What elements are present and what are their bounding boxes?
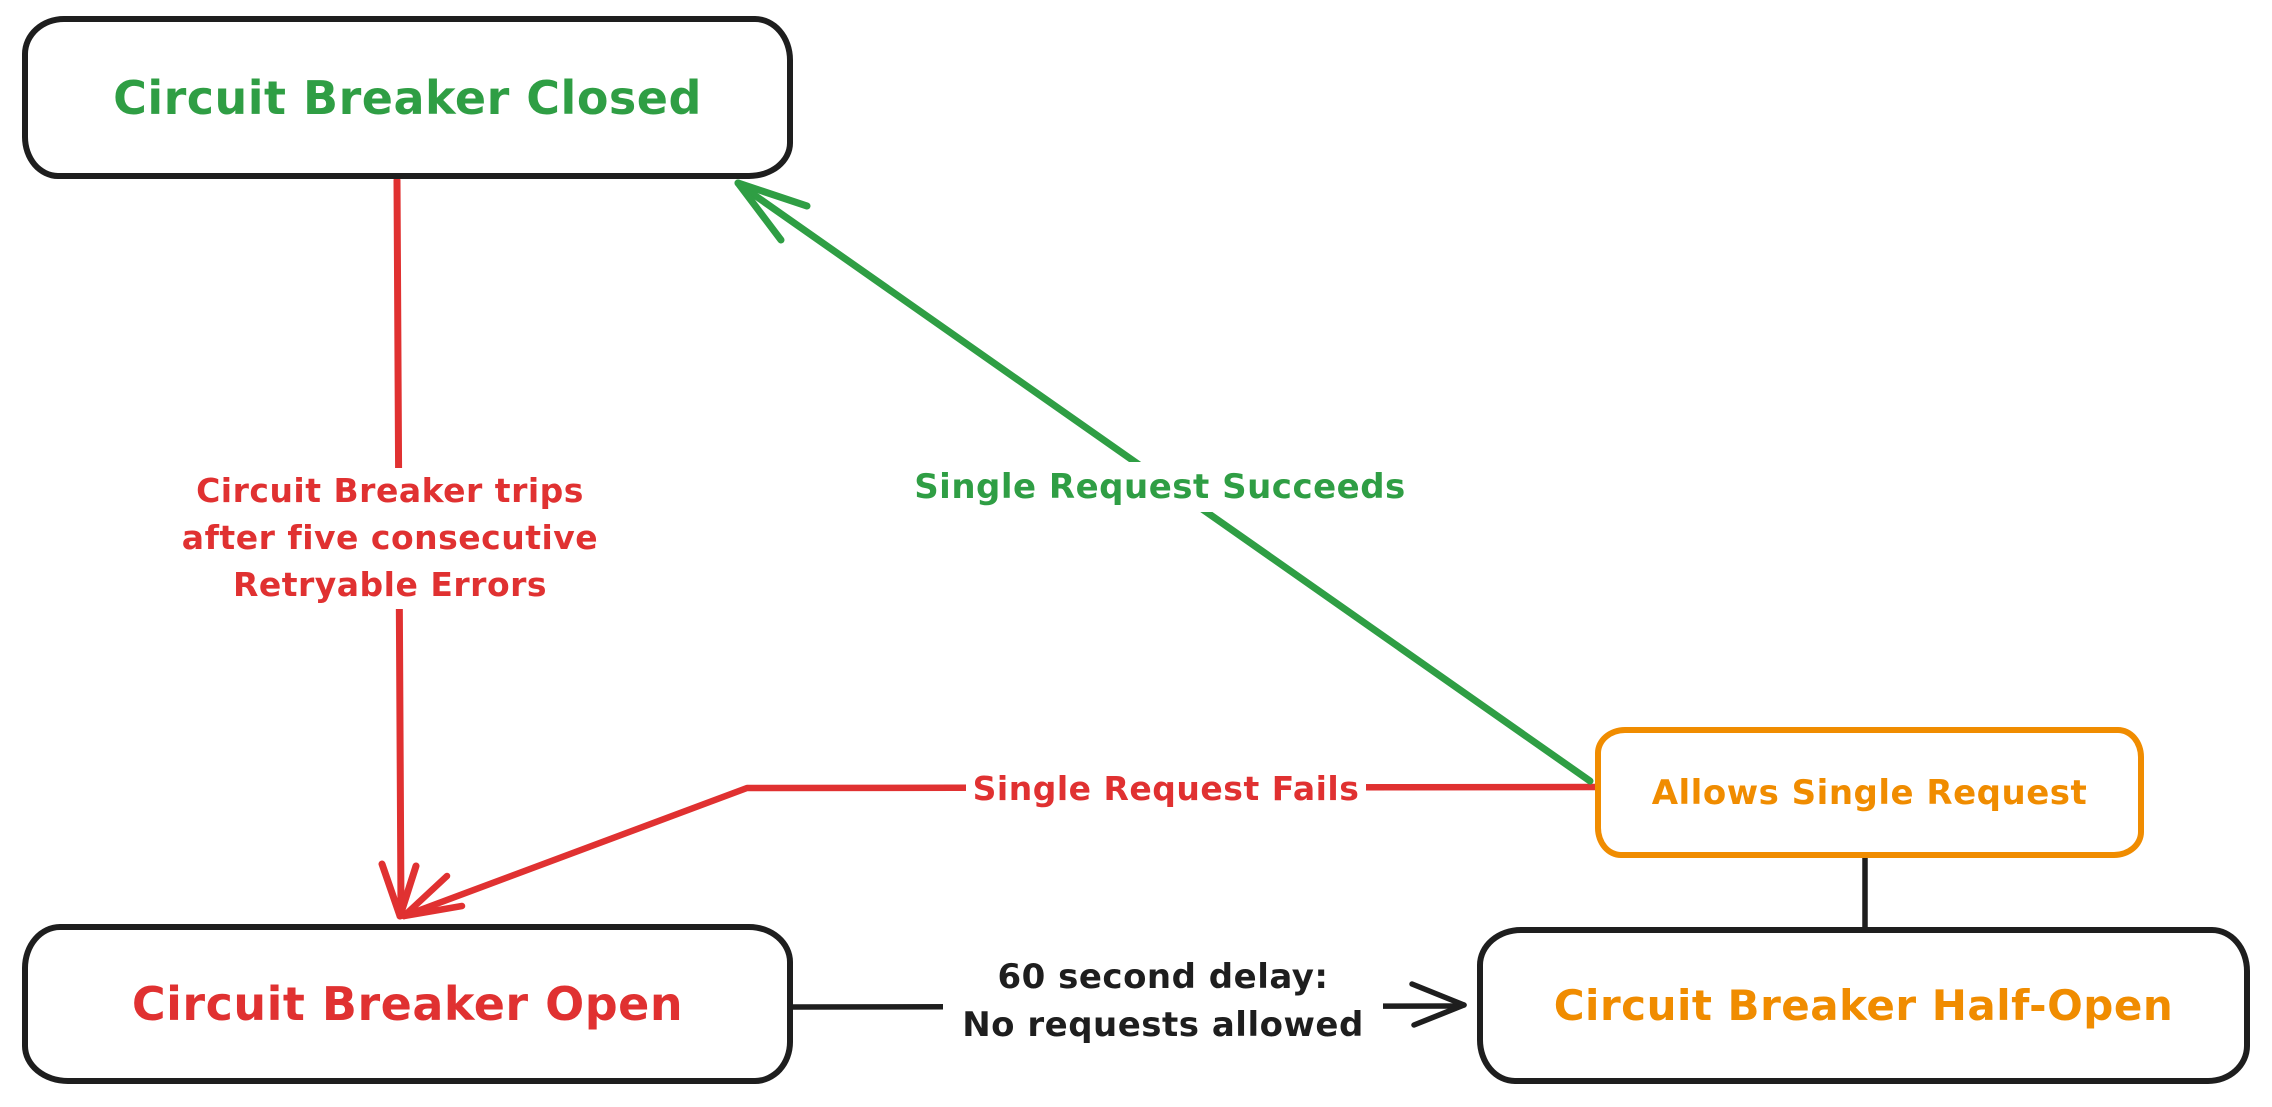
node-circuit-breaker-closed: Circuit Breaker Closed (22, 16, 793, 179)
edge-label-succeeds-text: Single Request Succeeds (914, 467, 1406, 507)
edge-label-trips: Circuit Breaker trips after five consecu… (140, 468, 640, 609)
edge-label-fails-text: Single Request Fails (972, 769, 1360, 808)
edge-label-delay-line-1: 60 second delay: (997, 957, 1329, 997)
node-circuit-breaker-half-open: Circuit Breaker Half-Open (1477, 927, 2250, 1084)
node-allows-single-request: Allows Single Request (1595, 727, 2144, 858)
edge-label-trips-line-2: after five consecutive (181, 517, 599, 557)
node-circuit-breaker-open-label: Circuit Breaker Open (131, 977, 684, 1031)
edge-label-trips-line-1: Circuit Breaker trips (196, 471, 584, 510)
node-circuit-breaker-open: Circuit Breaker Open (22, 924, 793, 1084)
edge-label-fails: Single Request Fails (966, 765, 1366, 813)
edge-label-succeeds: Single Request Succeeds (900, 462, 1420, 512)
edge-label-delay: 60 second delay: No requests allowed (943, 954, 1383, 1050)
node-circuit-breaker-half-open-label: Circuit Breaker Half-Open (1553, 981, 2174, 1030)
edge-label-trips-line-3: Retryable Errors (232, 564, 548, 604)
node-circuit-breaker-closed-label: Circuit Breaker Closed (113, 70, 702, 125)
node-allows-single-request-label: Allows Single Request (1651, 772, 2088, 813)
edge-label-delay-line-2: No requests allowed (962, 1004, 1364, 1045)
